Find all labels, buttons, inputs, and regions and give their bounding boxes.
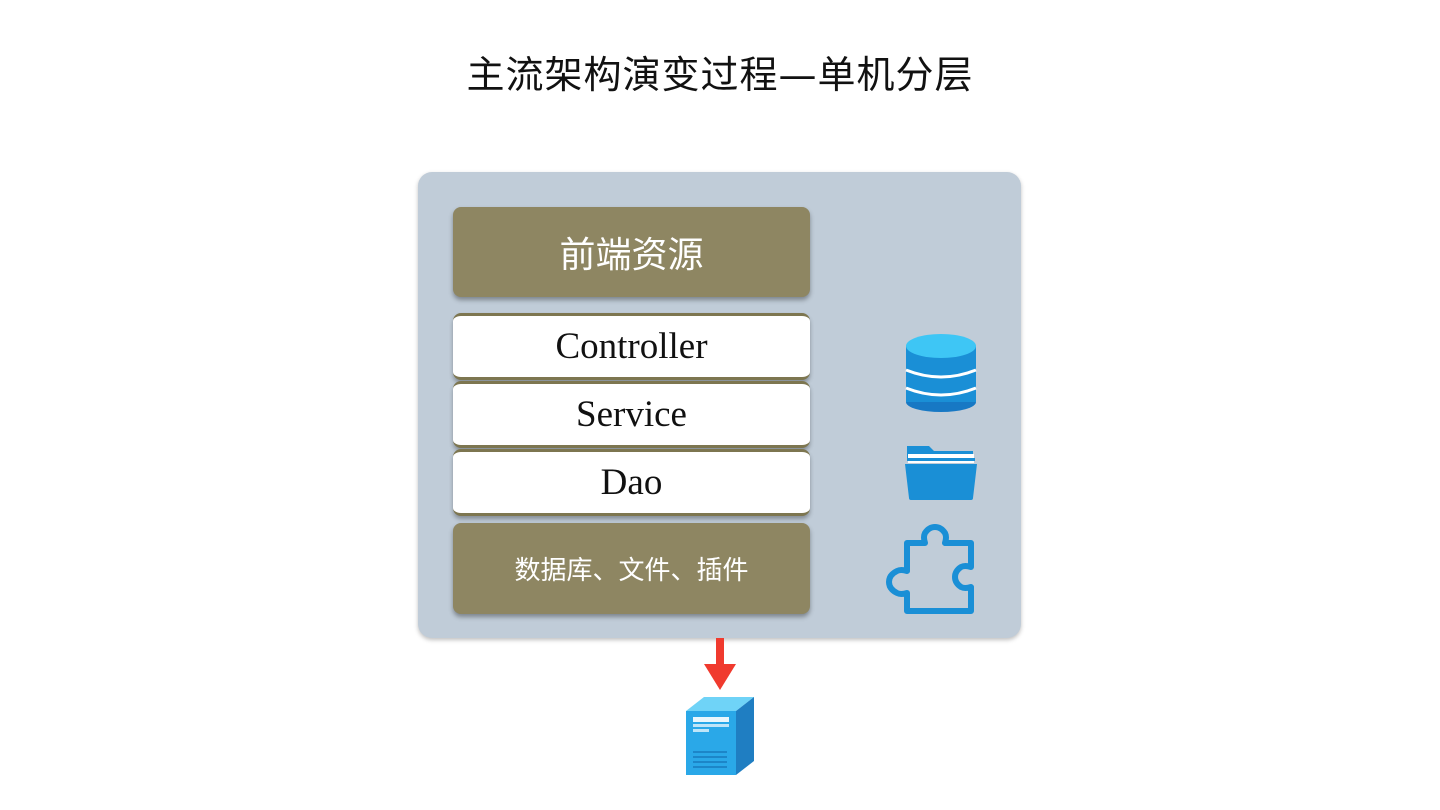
storage-layer: 数据库、文件、插件 (453, 523, 810, 614)
controller-layer: Controller (453, 313, 810, 380)
frontend-layer: 前端资源 (453, 207, 810, 297)
service-layer: Service (453, 381, 810, 448)
database-icon (904, 332, 978, 418)
folder-icon (903, 440, 979, 506)
dao-layer: Dao (453, 449, 810, 516)
server-icon (684, 695, 756, 781)
puzzle-icon (885, 523, 979, 621)
arrow-down-icon (704, 638, 736, 694)
page-title: 主流架构演变过程—单机分层 (466, 53, 974, 97)
